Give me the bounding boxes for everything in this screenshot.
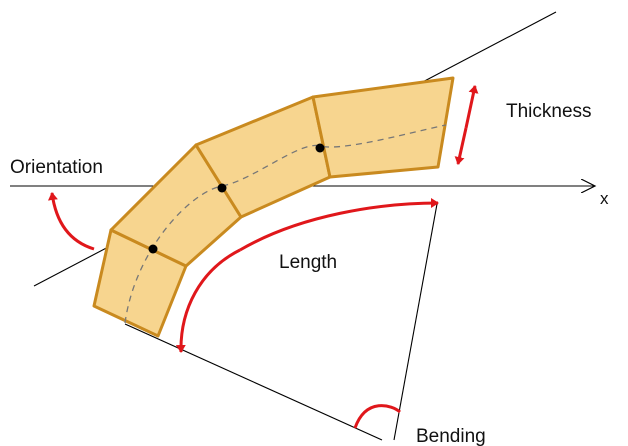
thickness-label: Thickness (506, 101, 592, 122)
bending-label: Bending (416, 426, 486, 446)
radial-line-right (393, 203, 438, 441)
joint-marker-3 (315, 143, 325, 153)
length-label: Length (279, 252, 337, 273)
joint-markers (148, 143, 325, 254)
thickness-arrow-down (454, 127, 468, 165)
thickness-arrow-up (464, 85, 479, 129)
orientation-label: Orientation (10, 157, 103, 178)
segmented-body (92, 76, 455, 338)
orientation-arrow (47, 192, 95, 251)
segment-4 (311, 76, 455, 179)
length-arrow-right (239, 198, 439, 252)
radial-line-left (124, 323, 383, 441)
centerline (124, 124, 447, 324)
joint-marker-2 (217, 183, 227, 193)
length-arrow-left (175, 248, 241, 353)
x-axis-label: x (600, 189, 609, 208)
joint-marker-1 (148, 244, 158, 254)
bending-arc (353, 404, 401, 429)
